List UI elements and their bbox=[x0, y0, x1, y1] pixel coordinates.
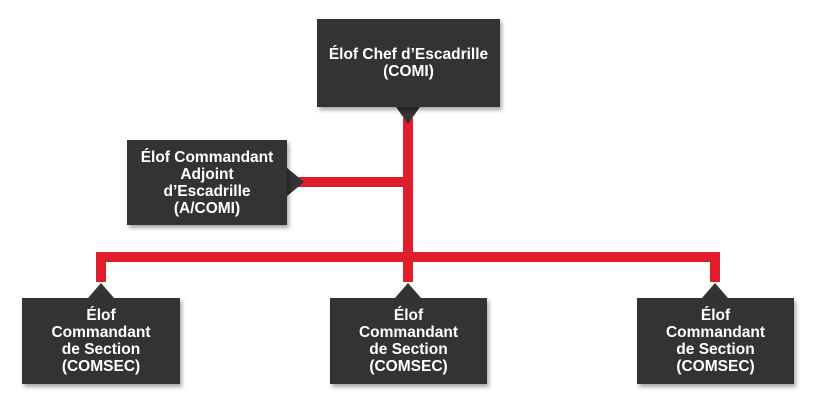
deputy-pointer bbox=[286, 167, 304, 197]
deputy-line-4: (A/COMI) bbox=[173, 199, 241, 217]
deputy-box: Élof Commandant Adjoint d’Escadrille (A/… bbox=[127, 140, 287, 225]
section-right-line-4: (COMSEC) bbox=[676, 358, 755, 375]
section-pointer-right bbox=[702, 283, 728, 298]
chief-line-2: (COMI) bbox=[383, 63, 434, 80]
section-left-line-3: de Section bbox=[61, 341, 141, 358]
section-box-right: Élof Commandant de Section (COMSEC) bbox=[637, 298, 794, 384]
section-left-line-2: Commandant bbox=[51, 324, 151, 341]
section-box-center: Élof Commandant de Section (COMSEC) bbox=[330, 298, 487, 384]
deputy-line-3: d’Escadrille bbox=[163, 182, 251, 200]
section-box-left: Élof Commandant de Section (COMSEC) bbox=[22, 298, 180, 384]
section-center-line-4: (COMSEC) bbox=[369, 358, 448, 375]
section-center-line-2: Commandant bbox=[358, 324, 459, 341]
section-left-line-4: (COMSEC) bbox=[61, 358, 141, 375]
section-right-line-2: Commandant bbox=[665, 324, 766, 341]
section-center-line-1: Élof bbox=[393, 307, 424, 324]
deputy-line-1: Élof Commandant bbox=[140, 148, 274, 166]
section-left-line-1: Élof bbox=[86, 307, 116, 324]
section-pointer-left bbox=[88, 283, 114, 298]
deputy-line-2: Adjoint bbox=[180, 165, 234, 183]
section-center-line-3: de Section bbox=[369, 341, 448, 358]
chief-box: Élof Chef d’Escadrille (COMI) bbox=[317, 19, 500, 107]
chief-line-1: Élof Chef d’Escadrille bbox=[328, 46, 489, 63]
chief-pointer bbox=[396, 107, 420, 124]
section-right-line-3: de Section bbox=[676, 341, 755, 358]
section-pointer-center bbox=[395, 283, 421, 298]
section-right-line-1: Élof bbox=[700, 307, 731, 324]
